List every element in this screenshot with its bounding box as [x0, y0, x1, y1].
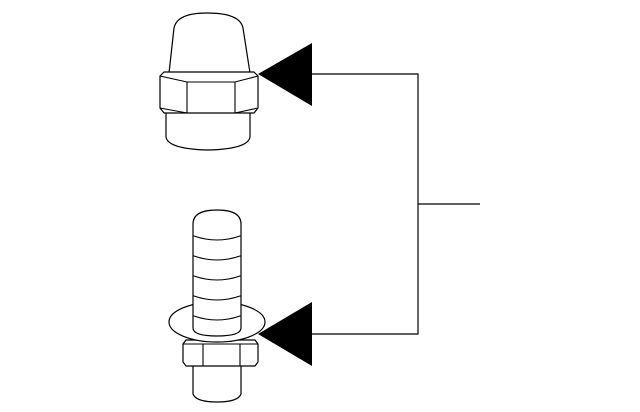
- callout-arrow-bottom: [258, 302, 312, 366]
- stud-bolt-icon: [168, 209, 266, 403]
- callout-arrow-top: [258, 43, 312, 106]
- cap-nut-icon: [159, 12, 259, 151]
- callout-leader: [312, 73, 480, 335]
